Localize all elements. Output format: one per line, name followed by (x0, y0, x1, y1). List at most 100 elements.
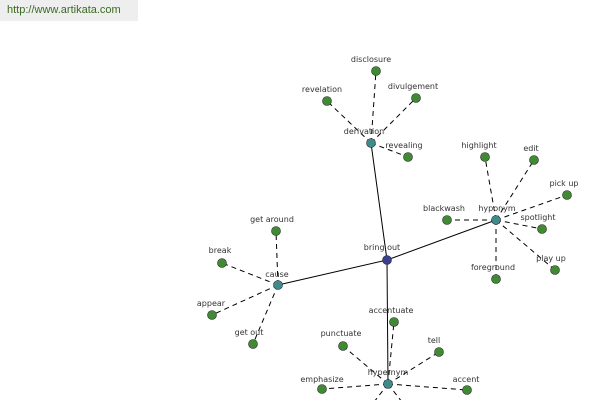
related-word-label: accentuate (369, 306, 414, 315)
related-word-dot[interactable] (322, 96, 332, 106)
related-word-label: edit (523, 144, 538, 153)
edge-cause-break (221, 262, 279, 286)
related-word-dot[interactable] (462, 385, 472, 395)
node-cause[interactable]: cause (265, 270, 289, 290)
related-word-label: revelation (302, 85, 342, 94)
node-spotlight[interactable]: spotlight (520, 213, 556, 234)
related-word-dot[interactable] (403, 152, 413, 162)
related-word-dot[interactable] (389, 317, 399, 327)
related-word-label: get out (235, 328, 264, 337)
related-word-dot[interactable] (217, 258, 227, 268)
relation-hub-dot[interactable] (491, 215, 501, 225)
node-tell[interactable]: tell (428, 336, 444, 357)
node-accent[interactable]: accent (453, 375, 480, 395)
related-word-dot[interactable] (411, 93, 421, 103)
graph-nodes: bring out derivation hyponym cause hypernym d… (197, 55, 579, 395)
related-word-label: foreground (471, 263, 515, 272)
relation-hub-dot[interactable] (366, 138, 376, 148)
edge-derivation-revelation (326, 100, 372, 144)
node-highlight[interactable]: highlight (461, 141, 497, 162)
related-word-label: disclosure (351, 55, 391, 64)
edge-bring-out-cause (277, 259, 388, 286)
node-edit[interactable]: edit (523, 144, 539, 165)
edge-hyponym-highlight (484, 156, 497, 221)
related-word-label: punctuate (321, 329, 362, 338)
related-word-dot[interactable] (491, 274, 501, 284)
relation-hub-label: derivation (344, 127, 384, 136)
related-word-label: tell (428, 336, 441, 345)
related-word-label: accent (453, 375, 480, 384)
edge-hyponym-pick-up (495, 194, 568, 221)
edge-derivation-revealing (370, 142, 409, 158)
node-emphasize[interactable]: emphasize (300, 375, 344, 394)
relation-hub-dot[interactable] (383, 379, 393, 389)
edge-hypernym-accentuate (387, 321, 395, 385)
related-word-label: emphasize (300, 375, 343, 384)
node-disclosure[interactable]: disclosure (351, 55, 391, 76)
node-play-up[interactable]: play up (536, 254, 566, 275)
node-revealing[interactable]: revealing (385, 141, 423, 162)
related-word-label: get around (250, 215, 294, 224)
edge-cause-get-out (252, 284, 279, 345)
node-get-out[interactable]: get out (235, 328, 264, 349)
url-banner: http://www.artikata.com (0, 0, 138, 21)
relation-hub-label: hypernym (368, 368, 409, 377)
node-blackwash[interactable]: blackwash (423, 204, 465, 225)
node-revelation[interactable]: revelation (302, 85, 342, 106)
related-word-label: break (209, 246, 232, 255)
relation-hub-label: cause (265, 270, 289, 279)
related-word-dot[interactable] (529, 155, 539, 165)
related-word-dot[interactable] (442, 215, 452, 225)
related-word-dot[interactable] (434, 347, 444, 357)
site-url-link[interactable]: http://www.artikata.com (7, 4, 121, 16)
center-word-label: bring out (364, 243, 400, 252)
relation-hub-dot[interactable] (273, 280, 283, 290)
edge-derivation-divulgement (370, 97, 417, 144)
node-get-around[interactable]: get around (250, 215, 294, 236)
relation-hub-label: hyponym (478, 204, 516, 213)
related-word-label: pick up (549, 179, 578, 188)
related-word-dot[interactable] (338, 341, 348, 351)
node-derivation[interactable]: derivation (344, 127, 384, 148)
edge-bring-out-derivation (370, 142, 388, 261)
related-word-label: play up (536, 254, 566, 263)
related-word-label: appear (197, 299, 226, 308)
related-word-dot[interactable] (317, 384, 327, 394)
node-break[interactable]: break (209, 246, 232, 268)
edge-hypernym-tell (387, 351, 440, 385)
related-word-dot[interactable] (271, 226, 281, 236)
related-word-dot[interactable] (480, 152, 490, 162)
related-word-dot[interactable] (248, 339, 258, 349)
related-word-dot[interactable] (371, 66, 381, 76)
edge-hypernym-punctuate (342, 345, 389, 385)
edge-bring-out-hyponym (386, 219, 497, 261)
node-hyponym[interactable]: hyponym (478, 204, 516, 225)
graph-edges (211, 70, 568, 400)
related-word-label: spotlight (520, 213, 555, 222)
edge-cause-appear (211, 284, 279, 316)
related-word-dot[interactable] (207, 310, 217, 320)
edge-cause-get-around (275, 230, 279, 286)
center-word-dot[interactable] (382, 255, 392, 265)
node-punctuate[interactable]: punctuate (321, 329, 362, 351)
node-pick-up[interactable]: pick up (549, 179, 579, 200)
related-word-dot[interactable] (562, 190, 572, 200)
related-word-dot[interactable] (550, 265, 560, 275)
related-word-label: blackwash (423, 204, 465, 213)
related-word-label: highlight (461, 141, 496, 150)
node-foreground[interactable]: foreground (471, 263, 515, 284)
node-appear[interactable]: appear (197, 299, 226, 320)
edge-hypernym-accent (387, 383, 468, 391)
edge-hyponym-spotlight (495, 219, 543, 230)
related-word-dot[interactable] (537, 224, 547, 234)
edge-bring-out-hypernym (386, 259, 389, 385)
edge-hyponym-play-up (495, 219, 556, 271)
node-hypernym[interactable]: hypernym (368, 368, 409, 389)
node-bring-out[interactable]: bring out (364, 243, 400, 265)
node-accentuate[interactable]: accentuate (369, 306, 414, 327)
related-word-label: revealing (385, 141, 422, 150)
related-word-label: divulgement (388, 82, 438, 91)
node-divulgement[interactable]: divulgement (388, 82, 438, 103)
edge-hypernym-emphasize (321, 383, 389, 390)
